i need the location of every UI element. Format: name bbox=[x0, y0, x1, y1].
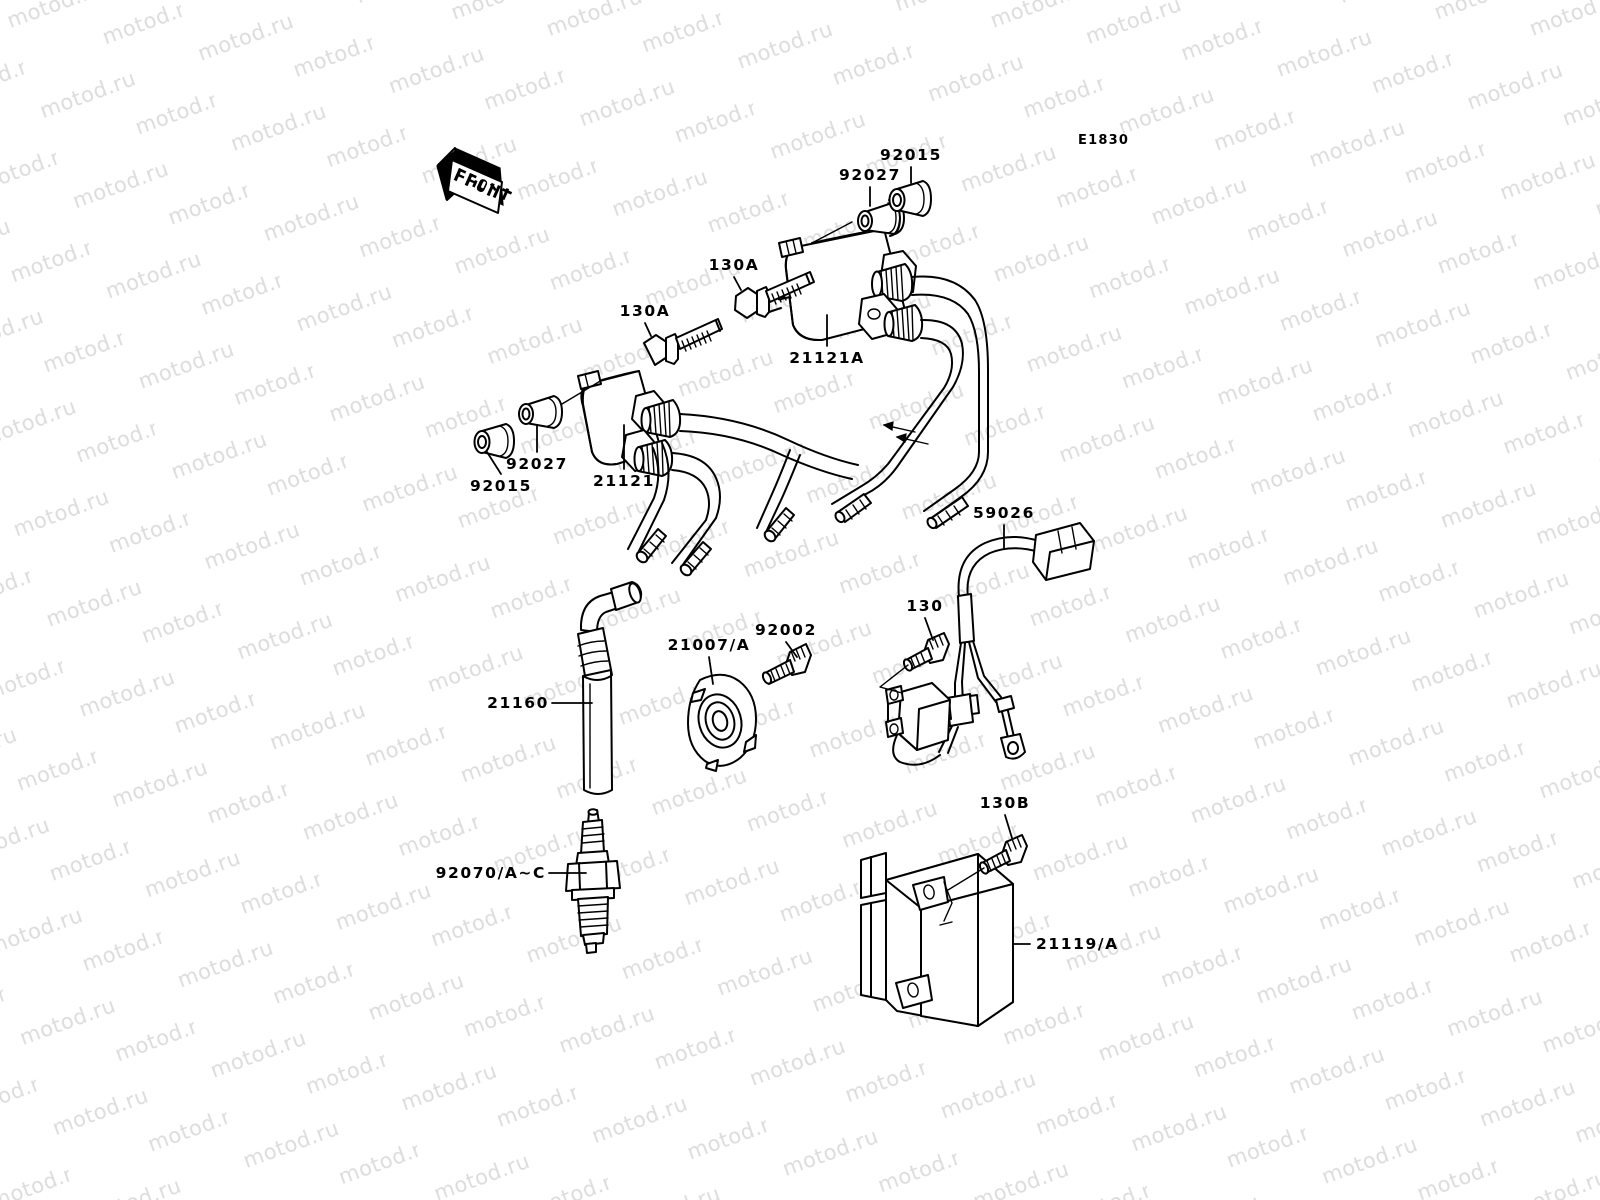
part-label-92027-lower: 92027 bbox=[506, 455, 568, 473]
part-label-92015-upper: 92015 bbox=[880, 146, 942, 164]
part-label-92027-upper: 92027 bbox=[839, 166, 901, 184]
part-label-21121: 21121 bbox=[593, 472, 655, 490]
part-label-21160: 21160 bbox=[487, 694, 549, 712]
part-label-92002: 92002 bbox=[755, 621, 817, 639]
part-label-92070: 92070/A~C bbox=[435, 864, 546, 882]
diagram-code: E1830 bbox=[1078, 133, 1130, 148]
part-label-21119A: 21119/A bbox=[1036, 935, 1119, 953]
part-label-59026: 59026 bbox=[973, 504, 1035, 522]
part-label-21007A: 21007/A bbox=[667, 636, 751, 654]
part-label-130: 130 bbox=[906, 597, 944, 615]
part-label-130B: 130B bbox=[979, 794, 1031, 812]
part-label-21121A: 21121A bbox=[789, 349, 865, 367]
part-label-130A-lower: 130A bbox=[619, 302, 671, 320]
part-label-92015-lower: 92015 bbox=[470, 477, 532, 495]
part-label-130A-upper: 130A bbox=[708, 256, 760, 274]
